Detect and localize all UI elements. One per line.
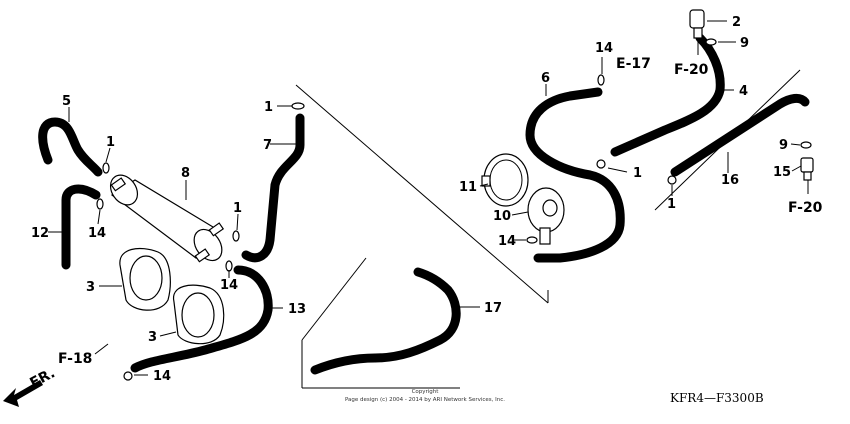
valve-10 bbox=[527, 187, 565, 245]
callout-9[interactable]: 9 bbox=[740, 36, 749, 51]
band-3a bbox=[119, 247, 171, 311]
callout-12[interactable]: 12 bbox=[31, 226, 49, 241]
f18-leader bbox=[94, 343, 109, 355]
callout-4[interactable]: 4 bbox=[739, 84, 748, 99]
callout-13[interactable]: 13 bbox=[288, 302, 306, 317]
clip-1a bbox=[291, 102, 305, 110]
hose-6 bbox=[525, 87, 625, 263]
callout-3[interactable]: 3 bbox=[86, 280, 95, 295]
hose-12 bbox=[61, 184, 101, 270]
callout-1[interactable]: 1 bbox=[667, 197, 676, 212]
callout-10[interactable]: 10 bbox=[493, 209, 511, 224]
callout-1[interactable]: 1 bbox=[106, 135, 115, 150]
callout-8[interactable]: 8 bbox=[181, 166, 190, 181]
leader-lines bbox=[48, 20, 809, 376]
callout-11[interactable]: 11 bbox=[459, 180, 477, 195]
front-arrow-icon bbox=[3, 380, 43, 407]
clip-14e bbox=[123, 371, 133, 381]
callout-5[interactable]: 5 bbox=[62, 94, 71, 109]
hose-17 bbox=[310, 267, 461, 375]
callout-7[interactable]: 7 bbox=[263, 138, 272, 153]
fitting-15 bbox=[800, 157, 814, 181]
clip-14d bbox=[526, 236, 538, 244]
clip-9b bbox=[800, 141, 812, 149]
section-lines bbox=[295, 69, 801, 389]
clip-14c bbox=[225, 260, 233, 272]
clamp-11 bbox=[481, 153, 529, 207]
callout-9[interactable]: 9 bbox=[779, 138, 788, 153]
hose-13 bbox=[130, 265, 273, 373]
ref-e17[interactable]: E-17 bbox=[616, 56, 651, 72]
clip-14a bbox=[597, 74, 605, 86]
ref-f20-top[interactable]: F-20 bbox=[674, 62, 709, 78]
ref-f20-right[interactable]: F-20 bbox=[788, 200, 823, 216]
callout-6[interactable]: 6 bbox=[541, 71, 550, 86]
callout-14[interactable]: 14 bbox=[498, 234, 516, 249]
part-drawings bbox=[3, 9, 814, 407]
front-direction-label: FR. bbox=[27, 365, 57, 391]
ref-f18[interactable]: F-18 bbox=[58, 351, 92, 367]
callout-15[interactable]: 15 bbox=[773, 165, 791, 180]
clip-1b bbox=[102, 162, 110, 174]
copyright-line-2: Page design (c) 2004 - 2014 by ARI Netwo… bbox=[345, 397, 505, 403]
clip-14b bbox=[96, 198, 104, 210]
callout-17[interactable]: 17 bbox=[484, 301, 502, 316]
canister-8 bbox=[109, 174, 225, 263]
callout-16[interactable]: 16 bbox=[721, 173, 739, 188]
clip-1e bbox=[667, 175, 677, 185]
callout-1[interactable]: 1 bbox=[264, 100, 273, 115]
diagram-code: KFR4—F3300B bbox=[670, 391, 764, 405]
clip-1d bbox=[596, 159, 606, 169]
callout-labels: 1 1 1 1 1 2 3 3 4 5 6 7 8 9 9 10 11 12 1… bbox=[31, 15, 791, 384]
callout-14[interactable]: 14 bbox=[220, 278, 238, 293]
callout-2[interactable]: 2 bbox=[732, 15, 741, 30]
clip-1c bbox=[232, 230, 240, 242]
callout-14[interactable]: 14 bbox=[595, 41, 613, 56]
callout-14[interactable]: 14 bbox=[88, 226, 106, 241]
hose-7 bbox=[241, 113, 305, 263]
hose-16 bbox=[670, 93, 810, 177]
hose-5 bbox=[38, 117, 103, 177]
callout-1[interactable]: 1 bbox=[233, 201, 242, 216]
callout-14[interactable]: 14 bbox=[153, 369, 171, 384]
band-3b bbox=[173, 284, 225, 345]
copyright-line-1: Copyright bbox=[412, 389, 440, 395]
callout-1[interactable]: 1 bbox=[633, 166, 642, 181]
clip-9a bbox=[705, 38, 717, 46]
callout-3[interactable]: 3 bbox=[148, 330, 157, 345]
fitting-2 bbox=[689, 9, 705, 39]
section-references: E-17 F-20 F-20 F-18 FR. bbox=[27, 56, 822, 392]
